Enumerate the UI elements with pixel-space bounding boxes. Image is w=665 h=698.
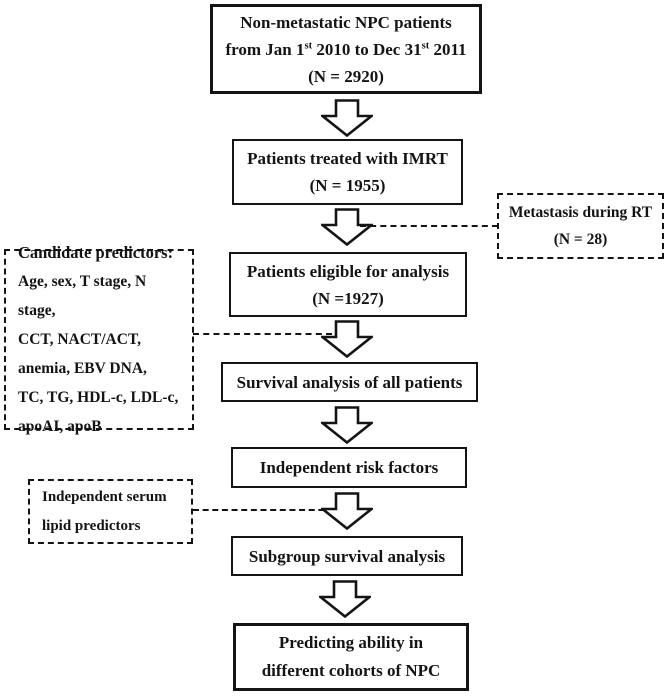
box-imrt-line1: Patients treated with IMRT bbox=[247, 149, 448, 168]
box-source-line2: from Jan 1st 2010 to Dec 31st 2011 bbox=[225, 39, 467, 59]
box-imrt: Patients treated with IMRT (N = 1955) bbox=[232, 139, 463, 205]
box-metastasis-exclusion: Metastasis during RT (N = 28) bbox=[497, 193, 664, 259]
box-metastasis-line1: Metastasis during RT bbox=[508, 204, 653, 221]
box-metastasis-count: (N = 28) bbox=[553, 231, 608, 248]
box-predicting-ability: Predicting ability in different cohorts … bbox=[233, 623, 469, 691]
box-risk-factors: Independent risk factors bbox=[231, 447, 467, 488]
box-eligible-line1: Patients eligible for analysis bbox=[246, 261, 450, 281]
candidate-line: TC, TG, HDL-c, LDL-c, bbox=[18, 389, 179, 406]
box-predict-line2: different cohorts of NPC bbox=[261, 661, 441, 680]
down-arrow-icon bbox=[321, 99, 373, 137]
down-arrow-5 bbox=[321, 492, 373, 530]
candidate-line: CCT, NACT/ACT, bbox=[18, 331, 142, 348]
down-arrow-3 bbox=[321, 320, 373, 358]
down-arrow-1 bbox=[321, 99, 373, 137]
candidate-line: anemia, EBV DNA, bbox=[18, 360, 147, 377]
down-arrow-4 bbox=[321, 406, 373, 444]
box-eligible-count: (N =1927) bbox=[312, 288, 384, 308]
candidate-line: apoAI, apoB bbox=[18, 418, 102, 435]
down-arrow-icon bbox=[319, 580, 371, 618]
box-subgroup-line1: Subgroup survival analysis bbox=[248, 546, 446, 566]
box-survival-analysis: Survival analysis of all patients bbox=[221, 362, 478, 402]
dashed-connector-serum bbox=[193, 509, 334, 511]
serum-line2: lipid predictors bbox=[42, 517, 141, 534]
box-risk-line1: Independent risk factors bbox=[259, 458, 439, 477]
down-arrow-icon bbox=[321, 492, 373, 530]
box-eligible: Patients eligible for analysis (N =1927) bbox=[229, 252, 467, 317]
box-source-line1: Non-metastatic NPC patients bbox=[240, 12, 452, 32]
down-arrow-2 bbox=[321, 208, 373, 246]
box-subgroup-analysis: Subgroup survival analysis bbox=[231, 536, 463, 576]
down-arrow-6 bbox=[319, 580, 371, 618]
dashed-connector-metastasis bbox=[360, 225, 498, 227]
box-candidate-predictors: Candidate predictors: Age, sex, T stage,… bbox=[4, 243, 194, 435]
box-source-count: (N = 2920) bbox=[308, 66, 384, 86]
box-survival-line1: Survival analysis of all patients bbox=[236, 372, 463, 392]
down-arrow-icon bbox=[321, 406, 373, 444]
box-source-population: Non-metastatic NPC patients from Jan 1st… bbox=[210, 4, 482, 94]
box-predict-line1: Predicting ability in bbox=[278, 633, 424, 652]
box-serum-lipid-predictors: Independent serum lipid predictors bbox=[28, 479, 193, 544]
down-arrow-icon bbox=[321, 320, 373, 358]
dashed-connector-candidate bbox=[193, 333, 332, 335]
down-arrow-icon bbox=[321, 208, 373, 246]
candidate-heading: Candidate predictors: bbox=[18, 243, 174, 262]
box-imrt-count: (N = 1955) bbox=[309, 176, 386, 195]
candidate-line: Age, sex, T stage, N stage, bbox=[18, 273, 147, 319]
serum-line1: Independent serum bbox=[42, 488, 167, 505]
